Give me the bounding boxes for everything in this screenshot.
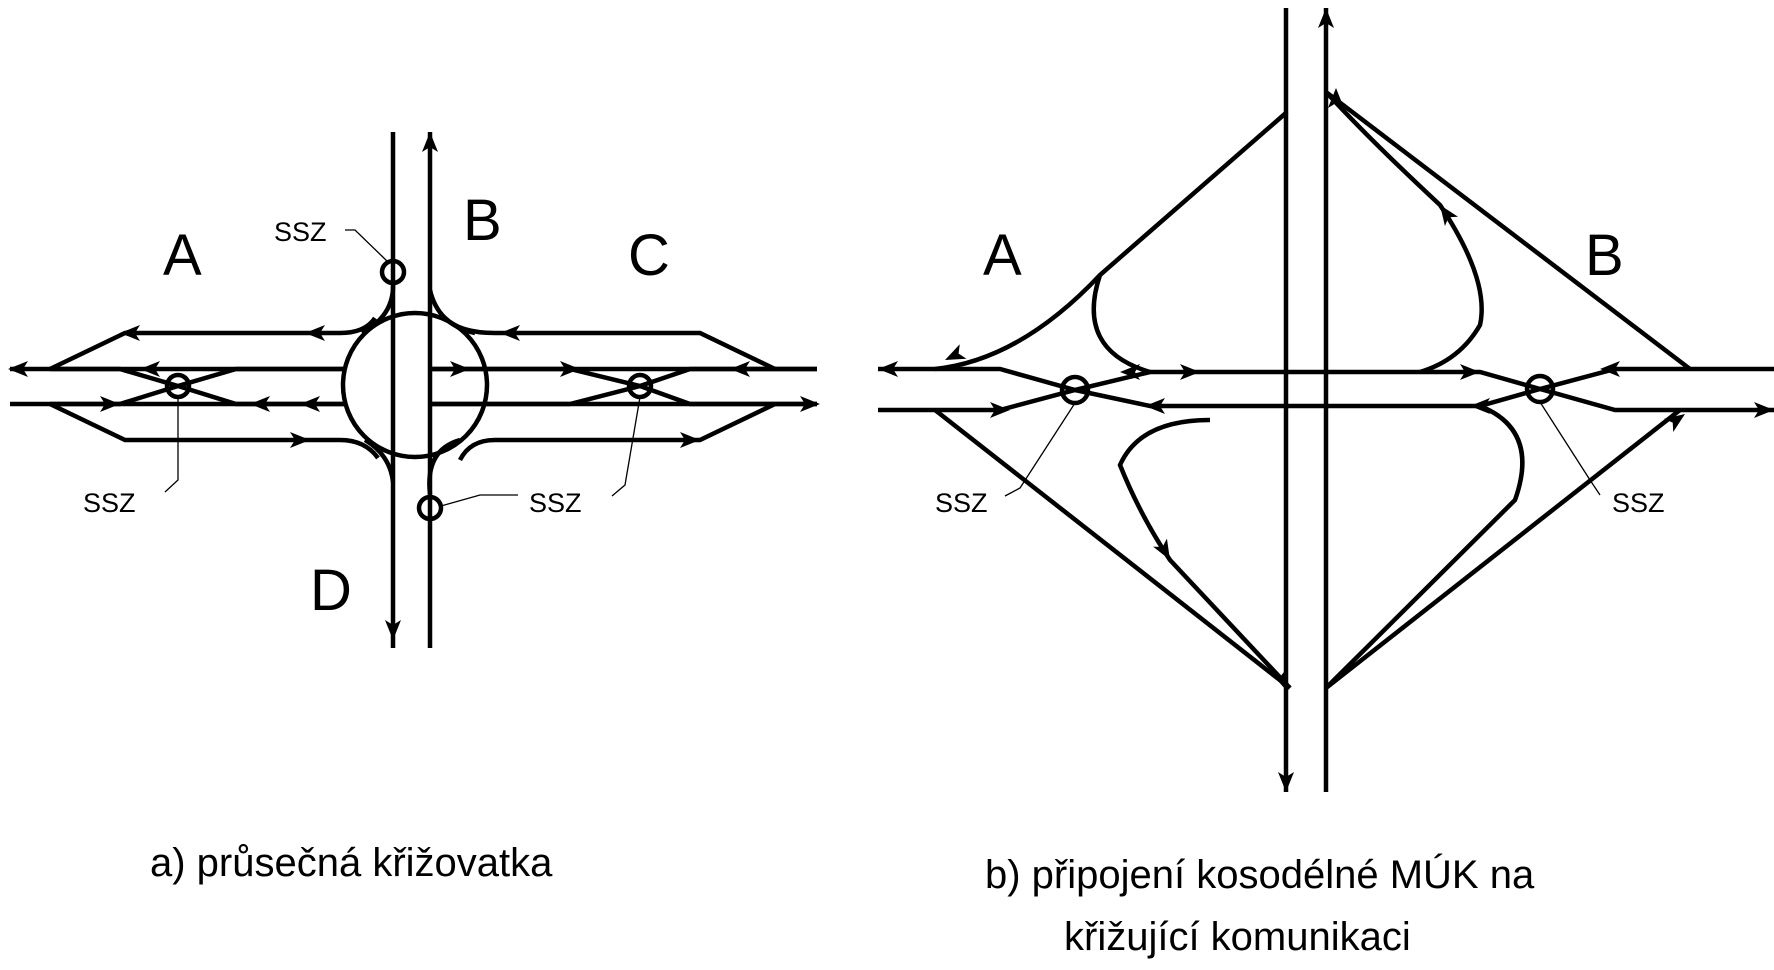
ssz-label-b-east: SSZ: [1612, 488, 1665, 518]
caption-a: a) průsečná křižovatka: [150, 841, 553, 885]
ssz-label-b-west: SSZ: [935, 488, 988, 518]
diagram-a-intersection: A B C D SSZ SSZ SSZ a) průsečná křižovat…: [8, 132, 820, 885]
label-d: D: [310, 558, 352, 623]
diagram-b-interchange: A B SSZ SSZ b) připojení kosodélné MÚK n…: [878, 8, 1774, 959]
label-b-b: B: [1585, 223, 1624, 288]
road-a-upper: [49, 316, 377, 372]
road-a-lower: [49, 401, 380, 460]
signal-node-a-north: [379, 258, 407, 286]
label-a: A: [163, 223, 202, 288]
label-b-a: A: [983, 223, 1022, 288]
caption-b-line2: křižující komunikaci: [1064, 915, 1411, 959]
roundabout: [340, 310, 490, 460]
ssz-label-north: SSZ: [274, 217, 327, 247]
label-c: C: [628, 223, 670, 288]
signal-node-a-south: [416, 494, 444, 522]
label-b: B: [463, 188, 502, 253]
caption-b-line1: b) připojení kosodélné MÚK na: [985, 852, 1535, 897]
ssz-label-south: SSZ: [529, 488, 582, 518]
ssz-label-west: SSZ: [83, 488, 136, 518]
